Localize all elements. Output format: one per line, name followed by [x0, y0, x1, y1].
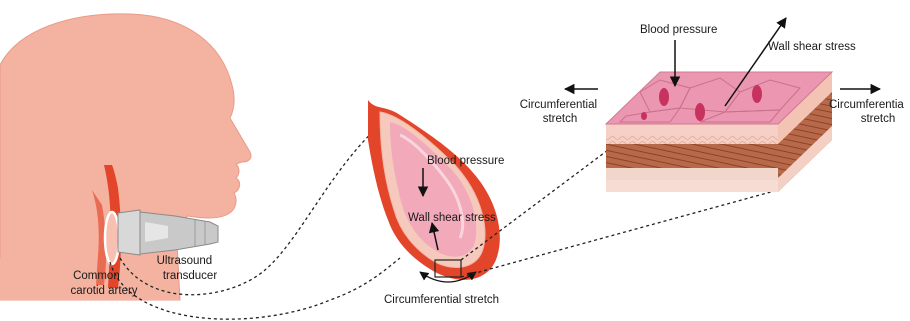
cell-nucleus: [641, 112, 647, 120]
tissue-wall-shear-label: Wall shear stress: [768, 41, 856, 53]
artery-cross-section: [105, 212, 119, 264]
vessel-wall-shear-label: Wall shear stress: [408, 212, 496, 224]
cell-nucleus: [752, 85, 762, 103]
vessel-segment: [368, 100, 500, 280]
right-stretch-label: Circumferentia stretch: [829, 99, 907, 125]
left-stretch-label: Circumferential stretch: [520, 99, 601, 125]
cell-nucleus: [659, 88, 669, 106]
cell-nucleus: [695, 103, 705, 121]
tissue-block: [606, 72, 832, 192]
tissue-blood-pressure-label: Blood pressure: [640, 24, 717, 36]
vessel-blood-pressure-label: Blood pressure: [427, 155, 504, 167]
vessel-circumferential-label: Circumferential stretch: [384, 294, 499, 306]
